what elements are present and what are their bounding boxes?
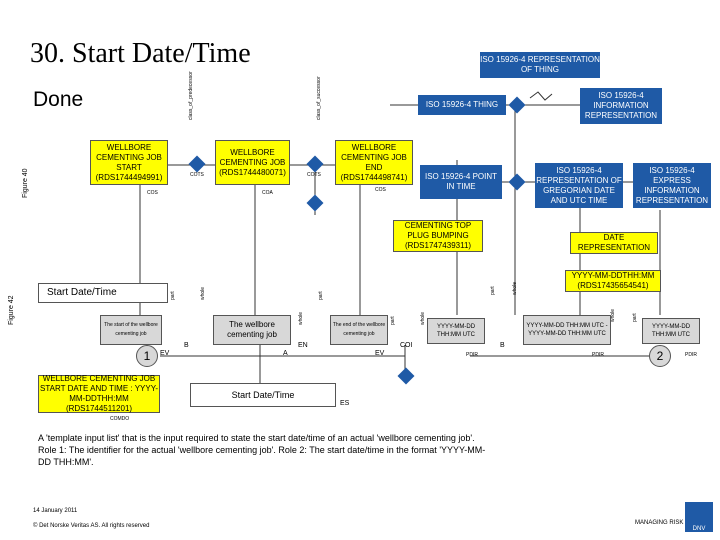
a-label: A xyxy=(283,350,288,357)
part-label-3: part xyxy=(390,316,396,325)
part-label-2: part xyxy=(318,291,324,300)
yyyy-mm-dd-box-1: YYYY-MM-DD THH:MM UTC xyxy=(427,318,485,344)
start-of-job-box: The start of the wellbore cementing job xyxy=(100,315,162,345)
iso-representation-of-gregorian: ISO 15926-4 REPRESENTATION OF GREGORIAN … xyxy=(535,163,623,208)
page-title: 30. Start Date/Time xyxy=(30,38,251,69)
comdo-label: COMDO xyxy=(110,416,130,422)
class-of-successor-label: class_of_successor xyxy=(316,76,322,120)
pdir-label-3: PDIR xyxy=(685,352,697,358)
iso-information-representation: ISO 15926-4 INFORMATION REPRESENTATION xyxy=(580,88,662,124)
role-circle-1: 1 xyxy=(136,345,158,367)
cos-label-1: COS xyxy=(147,190,158,196)
managing-risk-label: MANAGING RISK xyxy=(635,520,684,526)
yyyy-range-box: YYYY-MM-DD THH:MM UTC - YYYY-MM-DD THH:M… xyxy=(523,315,611,345)
dnv-logo: DNV xyxy=(685,502,713,532)
done-label: Done xyxy=(33,88,84,111)
cots-label-1: COTS xyxy=(190,172,204,178)
b-label-1: B xyxy=(184,342,189,349)
iso-point-in-time: ISO 15926-4 POINT IN TIME xyxy=(420,165,502,199)
wellbore-cementing-job-end: WELLBORE CEMENTING JOB END (RDS174449874… xyxy=(335,140,413,185)
wellbore-cementing-job-box: The wellbore cementing job xyxy=(213,315,291,345)
cos-label-2: COS xyxy=(375,187,386,193)
class-of-predecessor-label: class_of_predecessor xyxy=(188,71,194,120)
wellbore-cementing-job-start: WELLBORE CEMENTING JOB START (RDS1744494… xyxy=(90,140,168,185)
cementing-top-plug-bumping: CEMENTING TOP PLUG BUMPING (RDS174743931… xyxy=(393,220,483,252)
yyyy-mm-dd-thhmm-box: YYYY-MM-DDTHH:MM (RDS17435654541) xyxy=(565,270,661,292)
iso-thing: ISO 15926-4 THING xyxy=(418,95,506,115)
coi-label: COI xyxy=(400,342,413,349)
whole-label-2: whole xyxy=(298,311,304,325)
part-label-4: part xyxy=(490,286,496,295)
ev-label-2: EV xyxy=(375,350,385,357)
footer-copyright: © Det Norske Veritas AS. All rights rese… xyxy=(33,523,150,529)
part-label-5: part xyxy=(632,313,638,322)
pdir-label-2: PDIR xyxy=(592,352,604,358)
cots-label-2: COTS xyxy=(307,172,321,178)
es-label: ES xyxy=(340,400,350,407)
start-datetime-box: Start Date/Time xyxy=(38,283,168,303)
date-representation: DATE REPRESENTATION xyxy=(570,232,658,254)
iso-express-information-representation: ISO 15926-4 EXPRESS INFORMATION REPRESEN… xyxy=(633,163,711,208)
coa-label: COA xyxy=(262,190,273,196)
figure-40-label: Figure 40 xyxy=(22,168,29,198)
wellbore-cementing-job: WELLBORE CEMENTING JOB (RDS1744480071) xyxy=(215,140,290,185)
whole-label-4: whole xyxy=(512,281,518,295)
iso-representation-of-thing: ISO 15926-4 REPRESENTATION OF THING xyxy=(480,52,600,78)
en-label: EN xyxy=(298,342,308,349)
footer-date: 14 January 2011 xyxy=(33,508,78,514)
ev-label-1: EV xyxy=(160,350,170,357)
figure-42-label: Figure 42 xyxy=(8,295,15,325)
wellbore-cementing-job-start-datetime: WELLBORE CEMENTING JOB START DATE AND TI… xyxy=(38,374,160,413)
whole-label-3: whole xyxy=(420,311,426,325)
end-of-job-box: The end of the wellbore cementing job xyxy=(330,315,388,345)
b-label-2: B xyxy=(500,342,505,349)
pdir-label-1: PDIR xyxy=(466,352,478,358)
template-note: A 'template input list' that is the inpu… xyxy=(38,433,486,467)
dnv-logo-text: DNV xyxy=(692,526,706,532)
role-circle-2: 2 xyxy=(649,345,671,367)
whole-label-1: whole xyxy=(200,286,206,300)
yyyy-mm-dd-box-2: YYYY-MM-DD THH:MM UTC xyxy=(642,318,700,344)
part-label-1: part xyxy=(170,291,176,300)
bottom-start-datetime-box: Start Date/Time xyxy=(190,383,336,407)
